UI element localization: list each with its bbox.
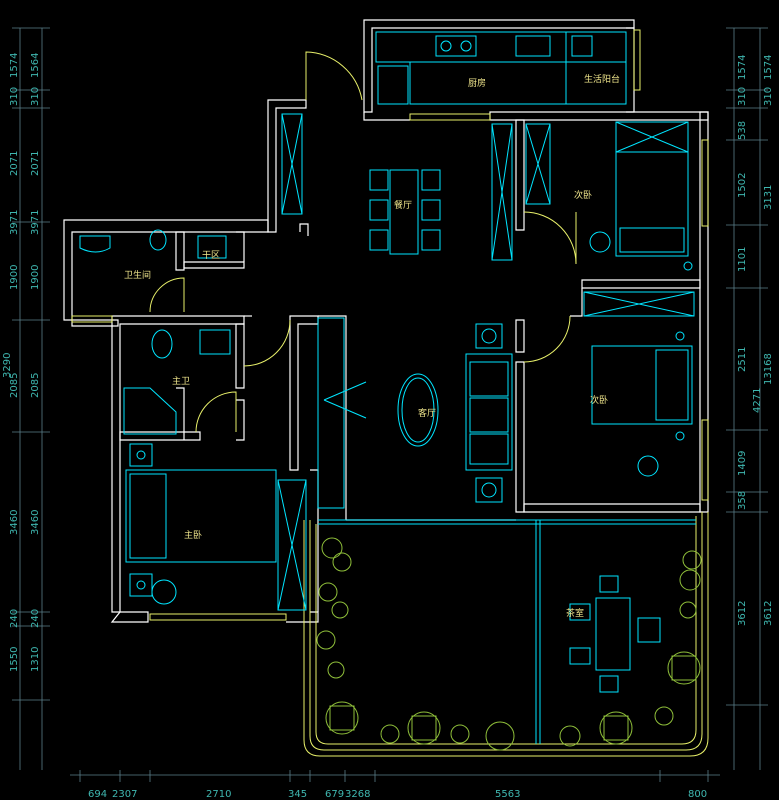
- left-dim: 1310: [30, 647, 41, 672]
- bottom-dim: 2307: [112, 789, 137, 800]
- left-dim: 1900: [30, 265, 41, 290]
- label-master-bedroom: 主卧: [184, 529, 202, 541]
- dimension-lines: [12, 27, 768, 782]
- right-dim: 3131: [763, 185, 774, 210]
- left-dimension-labels-outer: 1574 310 2071 3971 1900 3290 2085 3460 2…: [2, 53, 20, 672]
- left-dim: 2071: [9, 151, 20, 176]
- bottom-dimension-labels: 694 2307 2710 345 679 3268 5563 800: [88, 789, 707, 800]
- left-dim: 310: [30, 87, 41, 106]
- left-dimension-labels-inner: 1564 310 2071 3971 1900 2085 3460 240 13…: [30, 53, 41, 672]
- bottom-dim: 800: [688, 789, 707, 800]
- left-dim: 310: [9, 87, 20, 106]
- left-dim: 2071: [30, 151, 41, 176]
- left-dim: 3290: [2, 353, 13, 378]
- bottom-dim: 694: [88, 789, 107, 800]
- right-dimension-labels-outer: 1574 310 3131 13168 4271 3612: [752, 55, 774, 626]
- left-dim: 1550: [9, 647, 20, 672]
- bottom-dim: 679: [325, 789, 344, 800]
- label-second-bedroom-mid: 次卧: [590, 394, 608, 406]
- label-living: 客厅: [418, 407, 436, 419]
- doors: [149, 51, 577, 433]
- label-washroom: 卫生间: [124, 269, 151, 281]
- left-dim: 3460: [9, 510, 20, 535]
- right-dim: 3612: [763, 601, 774, 626]
- bottom-dim: 5563: [495, 789, 520, 800]
- left-dim: 1900: [9, 265, 20, 290]
- left-dim: 240: [9, 609, 20, 628]
- label-dining: 餐厅: [394, 199, 412, 211]
- label-tea-room: 茶室: [566, 607, 584, 619]
- windows: [71, 29, 709, 621]
- label-dry-area: 干区: [202, 250, 220, 261]
- left-dim: 2085: [30, 373, 41, 398]
- right-dim: 358: [737, 491, 748, 510]
- label-service-balcony: 生活阳台: [584, 73, 620, 85]
- label-master-bath: 主卫: [172, 375, 190, 387]
- walls: [63, 19, 709, 623]
- left-dim: 3460: [30, 510, 41, 535]
- right-dim: 13168: [763, 353, 774, 385]
- left-dim: 3971: [9, 210, 20, 235]
- right-dim: 2511: [737, 347, 748, 372]
- furniture: [79, 151, 693, 693]
- right-dim: 1101: [737, 247, 748, 272]
- left-dim: 1574: [9, 53, 20, 78]
- cabinets: [277, 31, 695, 611]
- bottom-dim: 345: [288, 789, 307, 800]
- right-dim: 1574: [763, 55, 774, 80]
- right-dim: 4271: [752, 388, 763, 413]
- right-dim: 3612: [737, 601, 748, 626]
- left-dim: 1564: [30, 53, 41, 78]
- right-dim: 310: [737, 87, 748, 106]
- balcony-railing: [303, 512, 709, 757]
- right-dim: 1409: [737, 451, 748, 476]
- right-dimension-labels-inner: 1574 310 538 1502 1101 2511 1409 358 361…: [737, 55, 748, 626]
- label-kitchen: 厨房: [468, 77, 486, 89]
- right-dim: 1574: [737, 55, 748, 80]
- right-dim: 1502: [737, 173, 748, 198]
- bottom-dim: 3268: [345, 789, 370, 800]
- right-dim: 310: [763, 87, 774, 106]
- left-dim: 2085: [9, 373, 20, 398]
- plants: [316, 537, 702, 751]
- right-dim: 538: [737, 121, 748, 140]
- left-dim: 240: [30, 609, 41, 628]
- label-second-bedroom-top: 次卧: [574, 189, 592, 201]
- room-labels: 厨房 生活阳台 餐厅 次卧 卫生间 干区 主卫 客厅 次卧 主卧 茶室: [124, 73, 620, 619]
- left-dim: 3971: [30, 210, 41, 235]
- bottom-dim: 2710: [206, 789, 231, 800]
